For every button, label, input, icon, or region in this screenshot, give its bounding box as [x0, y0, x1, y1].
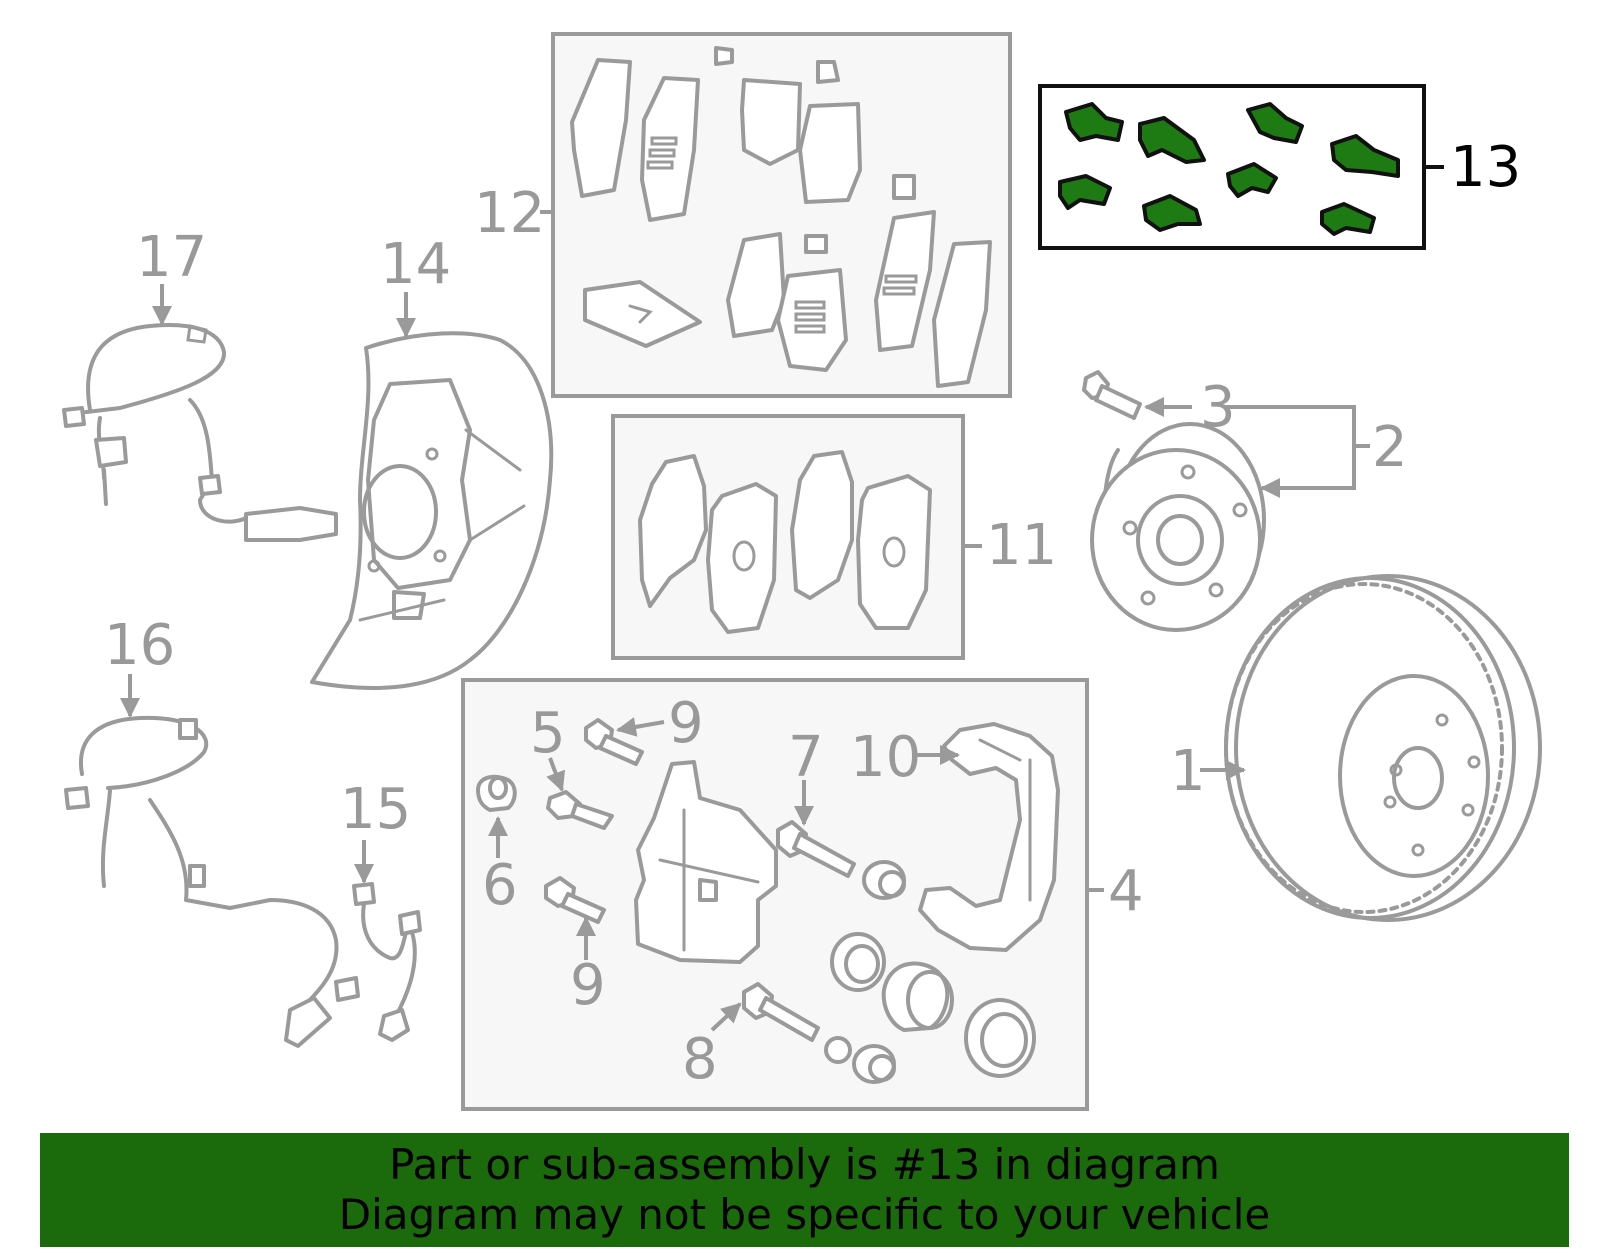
callout-8: 8 — [682, 1027, 718, 1092]
bleeder-cap — [476, 774, 517, 812]
callout-13: 13 — [1450, 135, 1521, 200]
pad-kit-box — [551, 32, 1012, 398]
abs-speed-sensor — [352, 882, 422, 1042]
callout-7: 7 — [788, 725, 824, 790]
leader-9-upper — [616, 717, 665, 737]
anti-rattle-clip — [1064, 102, 1124, 142]
callout-6: 6 — [482, 853, 518, 918]
callout-4: 4 — [1108, 859, 1144, 924]
callout-9-lower: 9 — [570, 953, 606, 1018]
caliper-assembly-box — [461, 678, 1089, 1111]
leader-5 — [546, 757, 566, 792]
brake-pad-box — [611, 414, 965, 660]
callout-1: 1 — [1170, 739, 1206, 804]
speed-sensor-wire-upper — [62, 323, 338, 542]
anti-rattle-clip — [1226, 162, 1278, 198]
anti-rattle-clip — [1330, 134, 1400, 178]
callout-9-upper: 9 — [668, 691, 704, 756]
anti-rattle-clip — [1246, 102, 1304, 144]
callout-14: 14 — [380, 232, 451, 297]
caliper-bolt — [544, 876, 606, 924]
callout-15: 15 — [340, 777, 411, 842]
banner-line-2: Diagram may not be specific to your vehi… — [338, 1190, 1271, 1239]
callout-12: 12 — [474, 181, 545, 246]
anti-rattle-clip — [1142, 194, 1202, 232]
pin-boot-upper — [862, 860, 906, 900]
brake-rotor — [1224, 574, 1542, 922]
callout-17: 17 — [136, 225, 207, 290]
piston-seal — [830, 932, 886, 992]
guide-pin-lower — [742, 982, 820, 1042]
callout-11: 11 — [986, 513, 1057, 578]
anti-rattle-clip — [1320, 202, 1376, 236]
caliper-piston — [881, 961, 954, 1032]
clip-kit-box-highlighted — [1038, 84, 1426, 250]
callout-10: 10 — [850, 725, 921, 790]
leader-8 — [710, 1002, 742, 1032]
wheel-hub-bearing — [1090, 422, 1266, 632]
pin-boot-lower — [852, 1044, 896, 1084]
brake-splash-shield — [310, 331, 554, 690]
pin-bushing — [824, 1036, 852, 1064]
callout-16: 16 — [104, 613, 175, 678]
anti-rattle-clip — [1058, 174, 1112, 210]
hub-bolt — [1082, 370, 1142, 420]
anti-rattle-clip — [1138, 116, 1206, 164]
caliper-bolt — [584, 718, 644, 766]
caliper-mounting-bracket — [918, 722, 1060, 952]
info-banner: Part or sub-assembly is #13 in diagram D… — [40, 1133, 1569, 1247]
speed-sensor-wire-lower — [64, 715, 360, 1048]
caliper-body — [634, 760, 778, 964]
bleeder-screw — [546, 790, 614, 830]
banner-line-1: Part or sub-assembly is #13 in diagram — [389, 1140, 1220, 1189]
callout-2: 2 — [1372, 415, 1408, 480]
guide-pin-upper — [776, 820, 856, 878]
piston-boot — [964, 998, 1036, 1078]
callout-5: 5 — [530, 701, 566, 766]
